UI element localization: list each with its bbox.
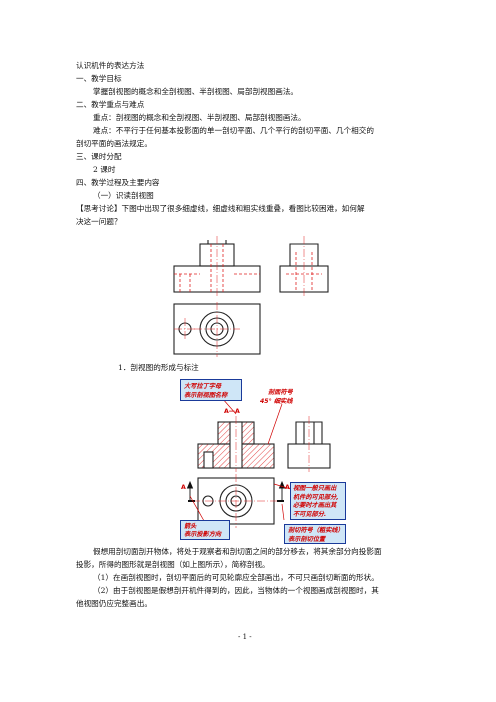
section-2-difficulties-line2: 剖切平面的画法规定。 xyxy=(76,139,152,148)
section-3-heading: 三、课时分配 xyxy=(76,152,122,161)
callout-hatch-symbol-line1: 剖面符号 xyxy=(268,389,293,396)
discussion-line1: 【思考讨论】下图中出现了很多细虚线，细虚线和粗实线重叠，看图比较困难，如何解 xyxy=(76,204,365,213)
section-label: A—A xyxy=(224,408,240,415)
callout-note-line1: 视图一般只画出 xyxy=(293,485,337,492)
section-2-key-points: 重点：剖视图的概念和全剖视图、半剖视图、局部剖视图画法。 xyxy=(93,113,306,122)
figure-threeview-drawing xyxy=(173,236,329,357)
arrow-letter-left: A xyxy=(181,484,186,491)
section-small-hole xyxy=(203,451,214,469)
section-3-body: 2 课时 xyxy=(93,165,116,174)
doc-title: 认识机件的表达方法 xyxy=(76,61,145,70)
section-4-subheading: （一）识读剖视图 xyxy=(93,191,154,200)
callout-projection-arrow-line2: 表示投影方向 xyxy=(184,531,222,538)
callout-note-line4: 不可见部分. xyxy=(293,510,327,518)
callout-cutting-symbol-line1: 剖切符号（粗实线） xyxy=(288,527,344,534)
callout-note-line2: 机件的可见部分, xyxy=(293,493,339,501)
section-view-drawing xyxy=(186,397,331,529)
callout-section-name-line2: 表示剖视图名称 xyxy=(184,392,228,399)
section-4-heading: 四、教学过程及主要内容 xyxy=(76,178,160,187)
discussion-line2: 决这一问题？ xyxy=(76,217,122,226)
paragraph-2: （1）在画剖视图时，剖切平面后的可见轮廓应全部画出，不可只画剖切断面的形状。 xyxy=(93,573,379,582)
paragraph-1-line2: 投影，所得的图形就是剖视图（如上图所示），简称剖视。 xyxy=(76,560,270,569)
figure-section-view: 大写拉丁字母 表示剖视图名称 剖面符号 45° 细实线 A—A A A 箭头 表… xyxy=(178,378,340,540)
callout-projection-arrow: 箭头 表示投影方向 xyxy=(180,520,230,540)
section-2-difficulties-line1: 难点：不平行于任何基本投影面的单一剖切平面、几个平行的剖切平面、几个相交的 xyxy=(93,126,374,135)
section-2-heading: 二、教学重点与难点 xyxy=(76,100,145,109)
callout-section-name-line1: 大写拉丁字母 xyxy=(184,383,222,390)
callout-cutting-symbol: 剖切符号（粗实线） 表示剖切位置 xyxy=(284,524,346,544)
callout-hatch-symbol-line2: 45° 细实线 xyxy=(260,398,293,405)
section-1-body: 掌握剖视图的概念和全剖视图、半剖视图、局部剖视图画法。 xyxy=(93,87,299,96)
callout-section-name: 大写拉丁字母 表示剖视图名称 xyxy=(180,379,242,401)
paragraph-3-line1: （2）由于剖视图是假想剖开机件得到的，因此，当物体的一个视图画成剖视图时，其 xyxy=(93,586,379,595)
callout-note-line3: 必要时才画出其 xyxy=(293,502,337,509)
paragraph-1-line1: 假想用剖切面剖开物体，将处于观察者和剖切面之间的部分移去，将其余部分向投影面 xyxy=(93,547,382,556)
paragraph-3-line2: 他视图仍应完整画出。 xyxy=(76,599,152,608)
callout-projection-arrow-line1: 箭头 xyxy=(184,523,197,530)
section-1-heading: 一、教学目标 xyxy=(76,74,122,83)
arrow-letter-right: A xyxy=(285,484,290,491)
page-number: - 1 - xyxy=(238,633,252,641)
callout-visible-parts-note: 视图一般只画出 机件的可见部分, 必要时才画出其 不可见部分. xyxy=(290,482,346,520)
callout-cutting-symbol-line2: 表示剖切位置 xyxy=(288,535,326,543)
item-1-heading: 1．剖视图的形成与标注 xyxy=(118,363,199,372)
